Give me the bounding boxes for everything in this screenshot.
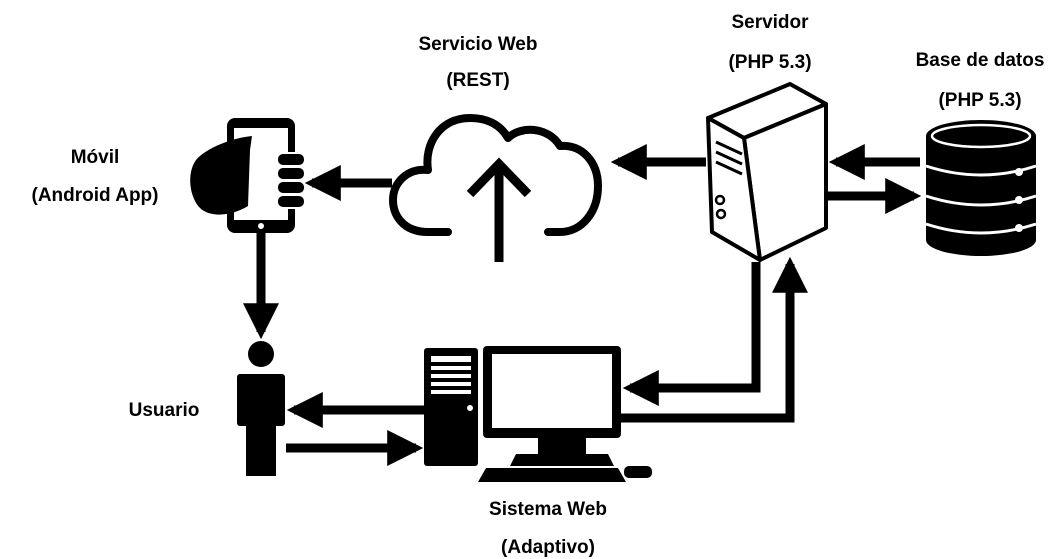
sistema-web-subtitle: (Adaptivo) — [501, 537, 595, 558]
servicio-web-title: Servicio Web — [419, 34, 538, 55]
database-icon — [925, 120, 1037, 256]
phone-in-hand-icon — [190, 118, 306, 233]
base-datos-subtitle: (PHP 5.3) — [938, 90, 1021, 111]
movil-title: Móvil — [71, 147, 120, 168]
servicio-web-subtitle: (REST) — [446, 70, 509, 91]
arrow-pc-to-server — [621, 256, 808, 423]
movil-subtitle: (Android App) — [32, 185, 159, 206]
servidor-subtitle: (PHP 5.3) — [728, 52, 811, 73]
servidor-title: Servidor — [731, 12, 809, 33]
arrow-server-to-pc — [622, 262, 761, 406]
person-icon — [237, 341, 285, 476]
desktop-computer-icon — [424, 346, 652, 482]
cloud-upload-icon — [389, 114, 602, 262]
sistema-web-title: Sistema Web — [489, 499, 607, 520]
base-datos-title: Base de datos — [916, 50, 1045, 71]
server-tower-icon — [706, 82, 828, 262]
usuario-label: Usuario — [129, 400, 200, 421]
